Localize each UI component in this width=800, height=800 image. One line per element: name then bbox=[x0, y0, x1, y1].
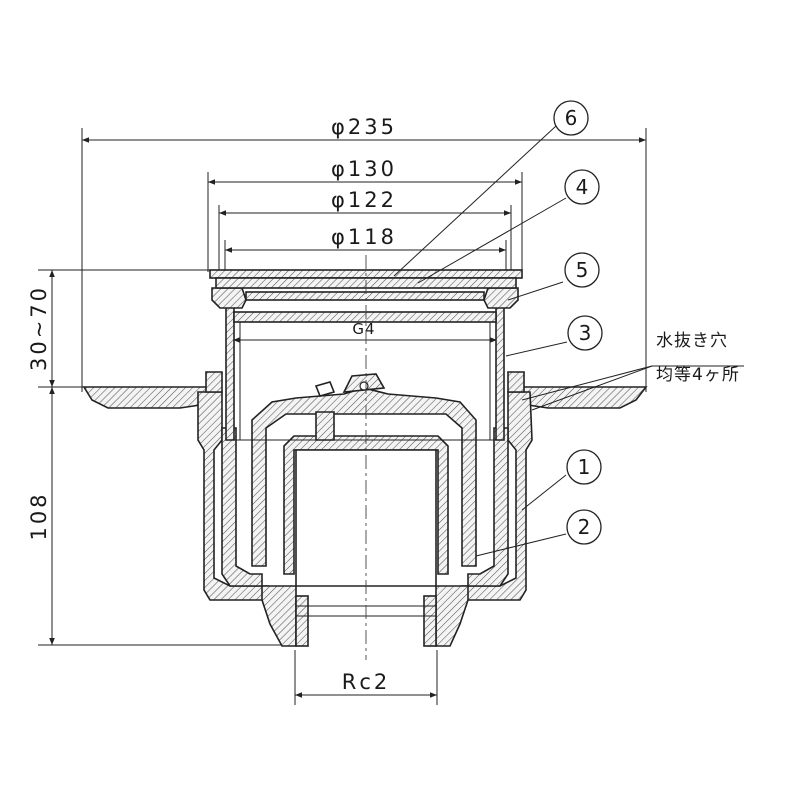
lid-ring bbox=[211, 287, 519, 309]
dim-g4: G4 bbox=[352, 320, 375, 338]
callout-2: 2 bbox=[566, 509, 602, 545]
note-water-hole: 水抜き穴 bbox=[656, 331, 728, 351]
dim-d118: φ118 bbox=[331, 225, 397, 249]
callout-4-label: 4 bbox=[576, 175, 589, 199]
dim-30-70: 30~70 bbox=[27, 285, 51, 371]
dim-d235: φ235 bbox=[331, 115, 397, 139]
callout-5: 5 bbox=[564, 252, 600, 288]
note-equal-four-places: 均等4ヶ所 bbox=[656, 365, 740, 385]
callout-6-label: 6 bbox=[565, 106, 578, 130]
strainer-basket bbox=[225, 303, 505, 441]
callout-3: 3 bbox=[567, 315, 603, 351]
callout-5-label: 5 bbox=[576, 258, 589, 282]
dim-108: 108 bbox=[27, 491, 51, 540]
callout-3-label: 3 bbox=[579, 321, 592, 345]
dim-rc2: Rc2 bbox=[342, 670, 391, 694]
dim-d130: φ130 bbox=[331, 157, 397, 181]
callout-1: 1 bbox=[566, 449, 602, 485]
dim-d122: φ122 bbox=[331, 188, 397, 212]
callout-leaders bbox=[393, 125, 744, 557]
side-bosses bbox=[205, 371, 525, 393]
dimension-lines bbox=[38, 128, 647, 705]
callout-2-label: 2 bbox=[578, 515, 591, 539]
callout-6: 6 bbox=[553, 100, 589, 136]
trap-cup bbox=[251, 373, 477, 587]
callout-1-label: 1 bbox=[578, 455, 591, 479]
drain-body bbox=[82, 386, 648, 647]
callout-4: 4 bbox=[564, 169, 600, 205]
